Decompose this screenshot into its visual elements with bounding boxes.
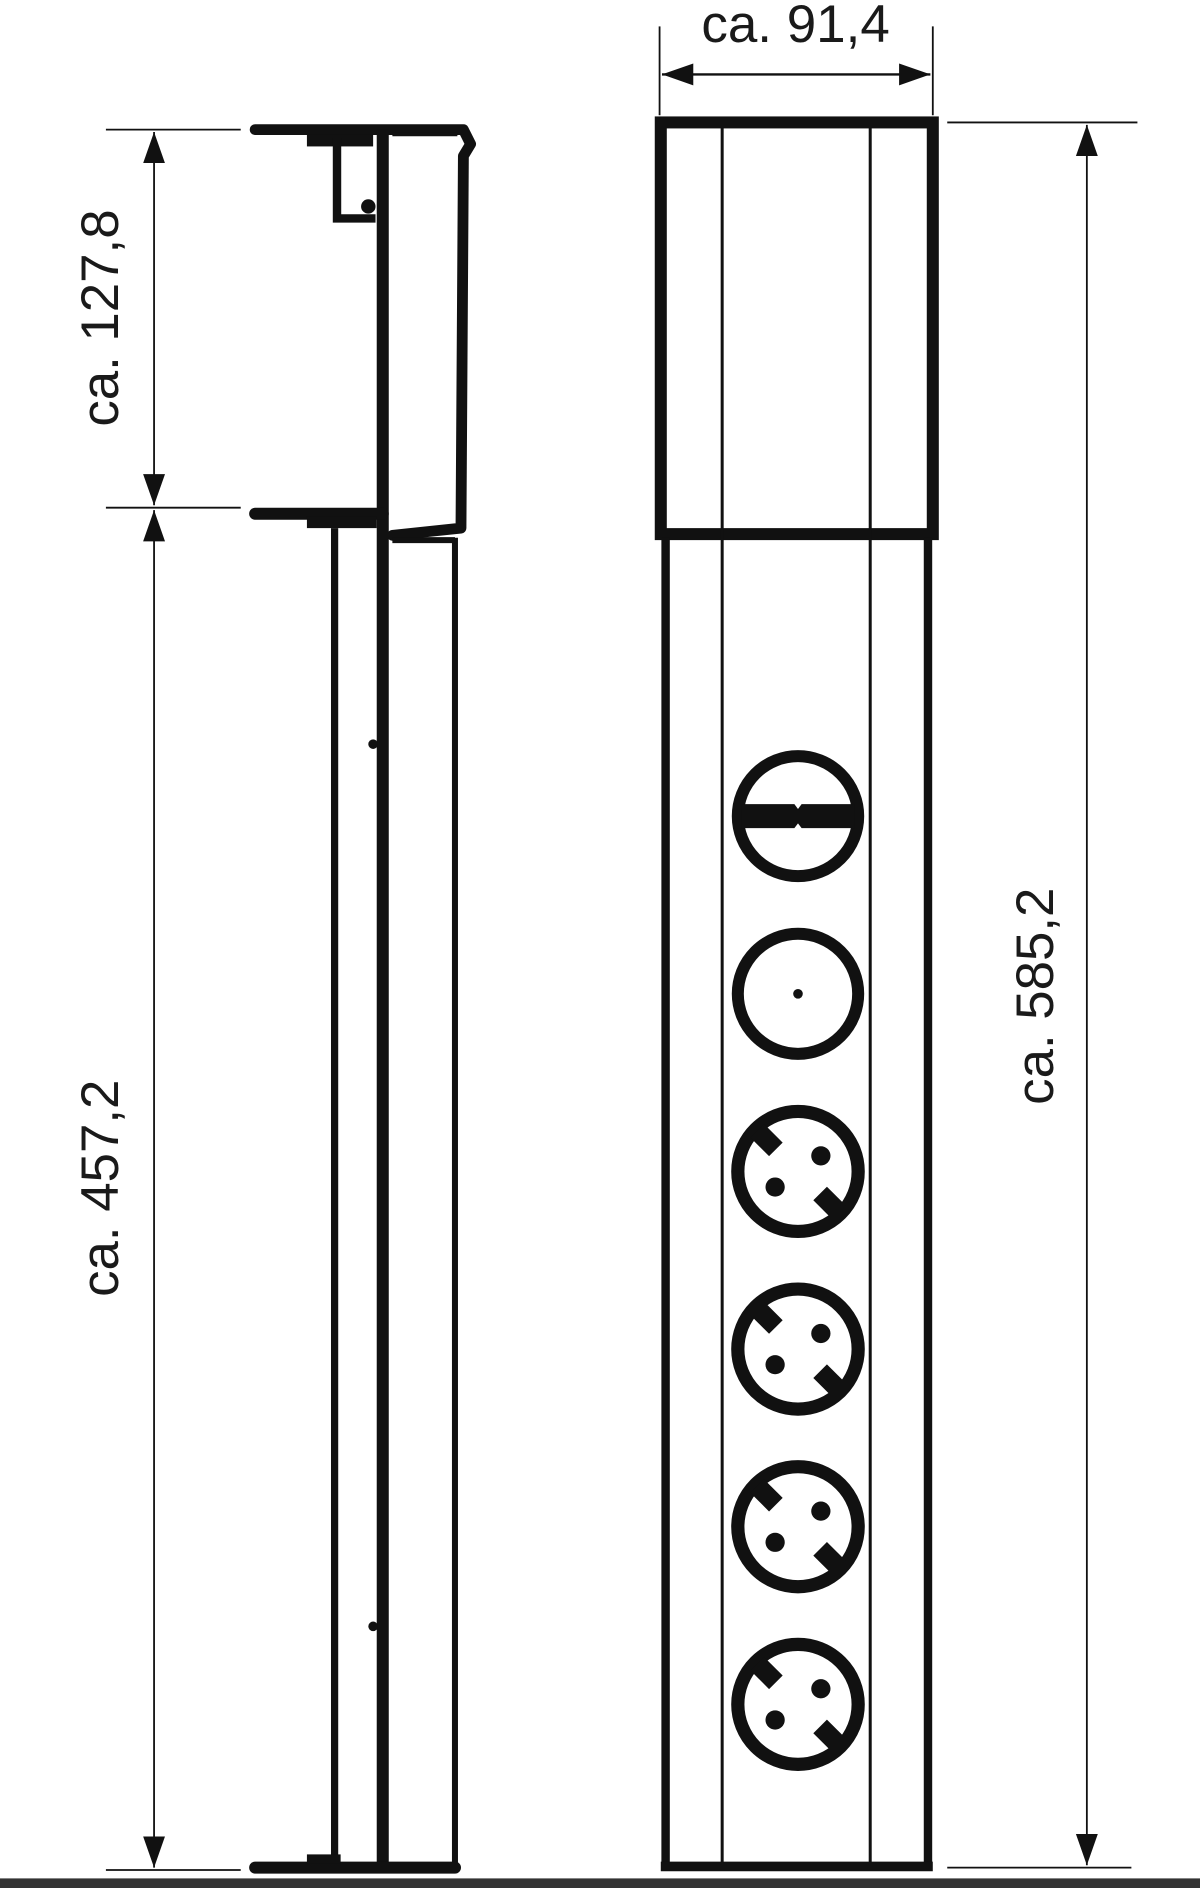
front-dimensions <box>658 26 1138 1869</box>
hook <box>332 138 376 223</box>
dim-label-width: ca. 91,4 <box>701 0 889 54</box>
front-cap <box>654 116 939 541</box>
coax-sat-socket-icon <box>731 927 865 1060</box>
dim-label-total-height: ca. 585,2 <box>1006 888 1065 1105</box>
side-dimensions <box>105 128 241 1871</box>
schuko-socket-icon <box>731 1104 865 1239</box>
tv-antenna-socket-icon <box>731 750 865 883</box>
dim-label-cap-height: ca. 127,8 <box>71 209 130 426</box>
front-view <box>654 116 939 1872</box>
schuko-socket-icon <box>731 1460 865 1594</box>
top-bracket <box>249 124 477 541</box>
side-view <box>249 124 477 1874</box>
schuko-socket-icon <box>731 1282 865 1416</box>
schuko-socket-icon <box>731 1637 865 1771</box>
dim-label-body-height: ca. 457,2 <box>71 1080 130 1297</box>
bottom-border-bar <box>0 1878 1200 1888</box>
